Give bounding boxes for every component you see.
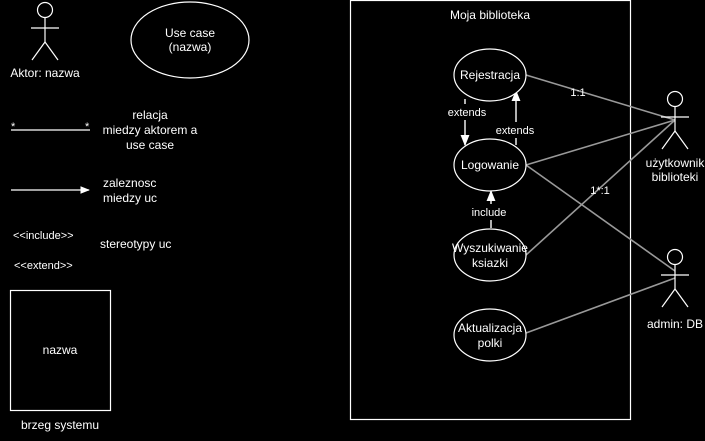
system-title: Moja biblioteka xyxy=(450,8,530,22)
legend-system-boundary[interactable]: nazwa brzeg systemu xyxy=(9,289,112,433)
assoc-logowanie-user xyxy=(525,119,676,166)
actor-user-label-2: biblioteki xyxy=(652,170,699,184)
actor-stick-figure-icon xyxy=(31,1,59,61)
legend-relation: * * relacja miedzy aktorem a use case xyxy=(11,108,198,152)
usecase-logowanie[interactable]: Logowanie xyxy=(453,138,527,192)
usecase-aktualizacja[interactable]: Aktualizacja polki xyxy=(453,308,527,362)
legend-relation-mult-right: * xyxy=(85,121,90,133)
extends-left-label-bg xyxy=(445,104,489,120)
legend-usecase-name: Use case xyxy=(165,26,215,40)
legend-usecase[interactable]: Use case (nazwa) xyxy=(130,1,250,79)
legend-stereotypes: <<include>> <<extend>> stereotypy uc xyxy=(13,230,171,272)
usecase-logowanie-label: Logowanie xyxy=(461,158,519,172)
actor-admin-label: admin: DB xyxy=(647,317,703,331)
usecase-wyszukiwanie-label-1: Wyszukiwanie xyxy=(452,241,528,255)
include-label: include xyxy=(472,207,507,219)
extends-left-label: extends xyxy=(448,107,487,119)
extends-right-label: extends xyxy=(496,125,535,137)
legend-dependency-text-2: miedzy uc xyxy=(103,191,157,205)
actor-admin-stick-figure-icon xyxy=(661,248,689,308)
legend-dependency-text-1: zaleznosc xyxy=(103,176,156,190)
assoc-wyszukiwanie-user xyxy=(525,119,676,256)
assoc-aktualizacja-admin xyxy=(525,277,676,334)
legend-usecase-sub: (nazwa) xyxy=(169,40,212,54)
legend-actor[interactable]: Aktor: nazwa xyxy=(10,1,80,81)
actor-admin[interactable]: admin: DB xyxy=(647,248,703,332)
legend-relation-text-3: use case xyxy=(126,138,174,152)
usecase-rejestracja-label: Rejestracja xyxy=(460,68,520,82)
actor-uzytkownik[interactable]: użytkownik biblioteki xyxy=(646,90,705,185)
legend-boundary-label: brzeg systemu xyxy=(21,418,99,432)
legend-dependency: zaleznosc miedzy uc xyxy=(11,176,157,205)
extends-right-label-bg xyxy=(493,122,537,138)
multiplicity-1-1: 1:1 xyxy=(570,87,585,99)
usecase-wyszukiwanie-label-2: ksiazki xyxy=(472,256,508,270)
usecase-aktualizacja-label-1: Aktualizacja xyxy=(458,321,522,335)
usecase-rejestracja[interactable]: Rejestracja xyxy=(453,48,527,102)
legend-include-tag: <<include>> xyxy=(13,230,74,242)
assoc-rejestracja-user xyxy=(525,74,676,121)
usecase-wyszukiwanie[interactable]: Wyszukiwanie ksiazki xyxy=(452,228,528,282)
legend-stereotypes-label: stereotypy uc xyxy=(100,237,171,251)
multiplicity-1n-1: 1*:1 xyxy=(590,185,610,197)
usecase-aktualizacja-label-2: polki xyxy=(478,336,503,350)
legend-relation-text-2: miedzy aktorem a xyxy=(103,123,198,137)
actor-user-stick-figure-icon xyxy=(661,90,689,150)
assoc-logowanie-admin xyxy=(525,164,676,272)
legend-relation-mult-left: * xyxy=(11,121,16,133)
legend-relation-text-1: relacja xyxy=(132,108,168,122)
legend-actor-label: Aktor: nazwa xyxy=(10,66,80,80)
legend-extend-tag: <<extend>> xyxy=(14,260,73,272)
include-label-bg xyxy=(469,204,511,220)
legend-boundary-name: nazwa xyxy=(43,343,78,357)
actor-user-label-1: użytkownik xyxy=(646,156,705,170)
associations xyxy=(525,74,676,334)
